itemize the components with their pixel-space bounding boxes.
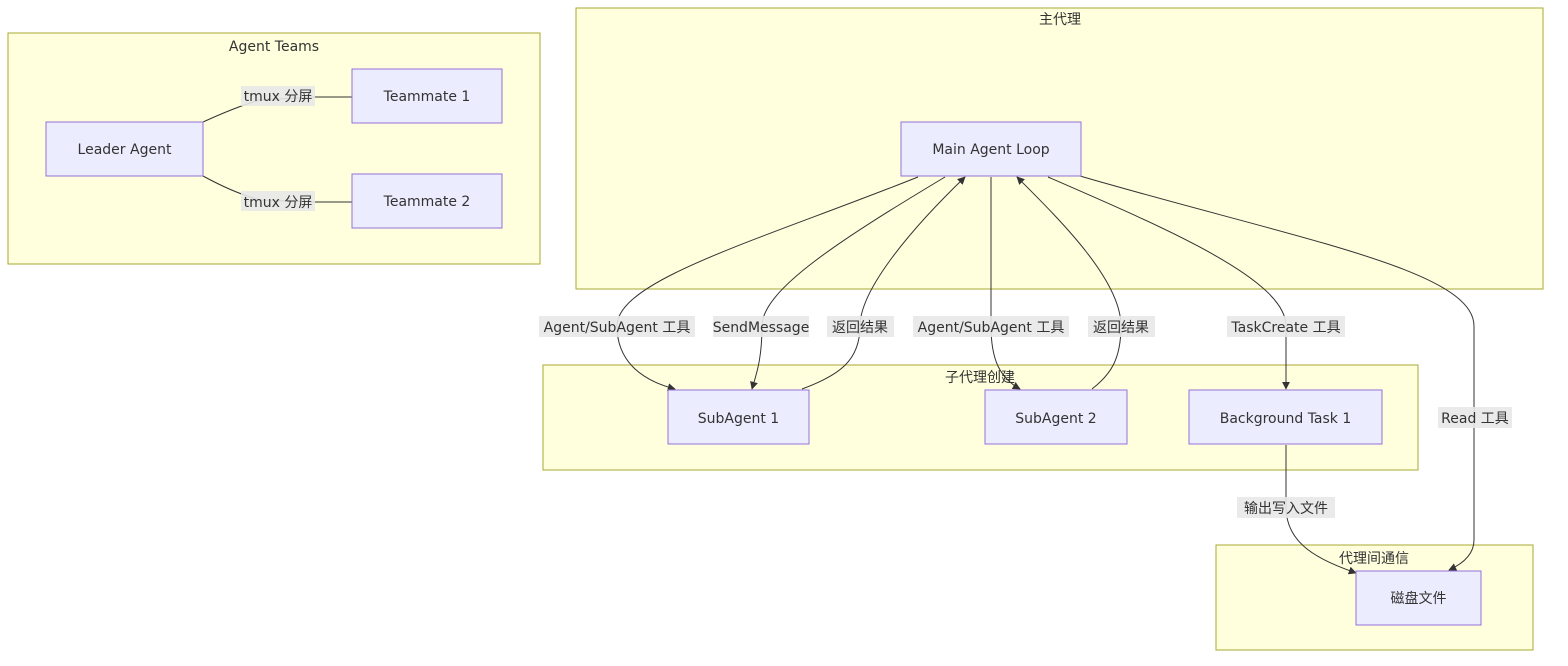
edge-labels: tmux 分屏 tmux 分屏 Agent/SubAgent 工具 SendMe… [241,86,1512,518]
node-teammate-2[interactable]: Teammate 2 [351,173,503,229]
node-main-agent-loop[interactable]: Main Agent Loop [900,121,1082,177]
edge-label-tmux2: tmux 分屏 [244,195,313,211]
edge-label-send-message: SendMessage [713,320,810,336]
edge-main-subagent1-sendmessage [750,176,946,390]
node-leader-agent[interactable]: Leader Agent [45,121,204,177]
edge-label-agent-tool2: Agent/SubAgent 工具 [918,320,1065,336]
node-teammate-1[interactable]: Teammate 1 [351,68,503,124]
edge-subagent2-main-return [1016,176,1122,390]
node-subagent-2[interactable]: SubAgent 2 [984,389,1128,445]
edge-main-disk-read [1079,175,1475,571]
node-label-subagent-1: SubAgent 1 [698,411,779,427]
node-label-leader-agent: Leader Agent [78,142,172,158]
cluster-label-agent-comm: 代理间通信 [1339,551,1409,567]
edge-label-agent-tool1: Agent/SubAgent 工具 [544,320,691,336]
edge-label-task-create: TaskCreate 工具 [1230,320,1340,336]
node-label-teammate-1: Teammate 1 [383,89,471,105]
edge-label-return1: 返回结果 [832,320,888,336]
node-background-task-1[interactable]: Background Task 1 [1188,389,1383,445]
node-disk-file[interactable]: 磁盘文件 [1355,570,1482,626]
edges [202,96,1475,575]
edge-label-return2: 返回结果 [1093,320,1149,336]
edge-main-bgtask-taskcreate [1047,176,1290,390]
edge-label-tmux1: tmux 分屏 [244,89,313,105]
node-label-main-agent-loop: Main Agent Loop [932,142,1049,158]
cluster-label-subagent-creation: 子代理创建 [945,370,1015,386]
node-subagent-1[interactable]: SubAgent 1 [667,389,810,445]
node-label-teammate-2: Teammate 2 [383,194,471,210]
edge-label-read-tool: Read 工具 [1441,411,1509,427]
cluster-label-main-agent: 主代理 [1039,12,1081,28]
edge-label-write-file: 输出写入文件 [1244,501,1328,517]
node-label-background-task-1: Background Task 1 [1220,411,1352,427]
node-label-subagent-2: SubAgent 2 [1015,411,1096,427]
node-label-disk-file: 磁盘文件 [1391,590,1447,607]
edge-main-subagent1-agent-tool [616,176,919,392]
cluster-label-agent-teams: Agent Teams [229,39,319,55]
